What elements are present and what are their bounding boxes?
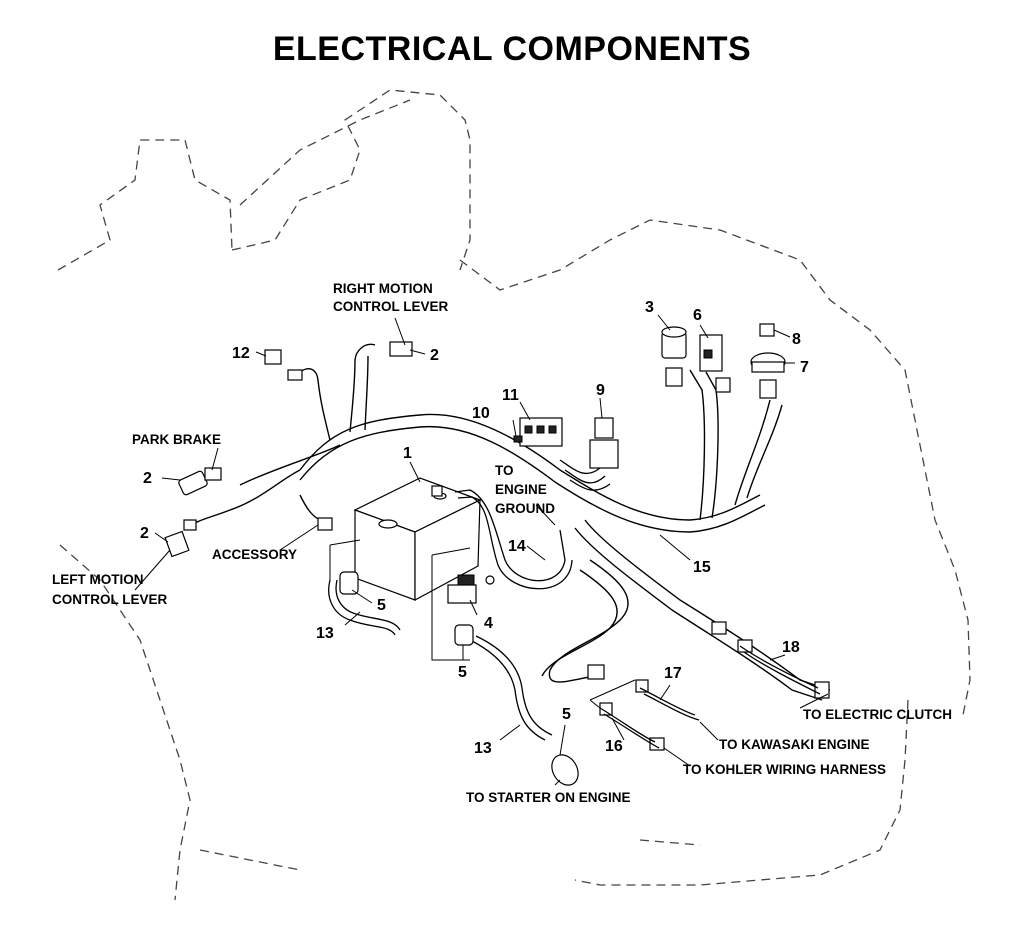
callout-8: 8 — [792, 331, 801, 348]
page-title: ELECTRICAL COMPONENTS — [272, 30, 752, 68]
callout-10: 10 — [472, 405, 490, 422]
text-labels: RIGHT MOTION CONTROL LEVER PARK BRAKE AC… — [52, 281, 952, 805]
machine-outline — [57, 89, 971, 901]
callout-9: 9 — [596, 382, 605, 399]
callout-2-left-lever: 2 — [140, 525, 149, 542]
label-to-engine-ground-line2: ENGINE — [495, 482, 547, 497]
callout-4: 4 — [484, 615, 493, 632]
label-starter: TO STARTER ON ENGINE — [466, 790, 631, 805]
label-right-motion-line1: RIGHT MOTION — [333, 281, 433, 296]
callout-3: 3 — [645, 299, 654, 316]
callout-15: 15 — [693, 559, 711, 576]
label-kohler-harness: TO KOHLER WIRING HARNESS — [683, 762, 886, 777]
label-electric-clutch: TO ELECTRIC CLUTCH — [803, 707, 952, 722]
callout-16: 16 — [605, 738, 623, 755]
battery — [353, 477, 482, 602]
callout-13-a: 13 — [316, 625, 334, 642]
callout-2-right-lever: 2 — [430, 347, 439, 364]
callout-1: 1 — [403, 445, 412, 462]
callout-5-c: 5 — [562, 706, 571, 723]
label-to-engine-ground-line1: TO — [495, 463, 514, 478]
callout-7: 7 — [800, 359, 809, 376]
label-left-motion-line1: LEFT MOTION — [52, 572, 144, 587]
callout-5-b: 5 — [458, 664, 467, 681]
callout-numbers: 1 2 2 2 3 4 5 5 5 6 7 8 9 10 11 12 13 13… — [140, 299, 809, 757]
label-left-motion-line2: CONTROL LEVER — [52, 592, 168, 607]
callout-18: 18 — [782, 639, 800, 656]
label-right-motion-line2: CONTROL LEVER — [333, 299, 449, 314]
leader-lines — [134, 314, 829, 786]
main-harness — [184, 343, 831, 701]
callout-13-b: 13 — [474, 740, 492, 757]
callout-12: 12 — [232, 345, 250, 362]
callout-5-a: 5 — [377, 597, 386, 614]
callout-6: 6 — [693, 307, 702, 324]
callout-2-park-brake: 2 — [143, 470, 152, 487]
callout-17: 17 — [664, 665, 682, 682]
label-park-brake: PARK BRAKE — [132, 432, 221, 447]
label-kawasaki-engine: TO KAWASAKI ENGINE — [719, 737, 870, 752]
switch-components — [164, 323, 830, 751]
label-accessory: ACCESSORY — [212, 547, 297, 562]
label-to-engine-ground-line3: GROUND — [495, 501, 555, 516]
callout-14: 14 — [508, 538, 526, 555]
callout-11: 11 — [502, 387, 519, 404]
battery-cables — [328, 489, 579, 786]
